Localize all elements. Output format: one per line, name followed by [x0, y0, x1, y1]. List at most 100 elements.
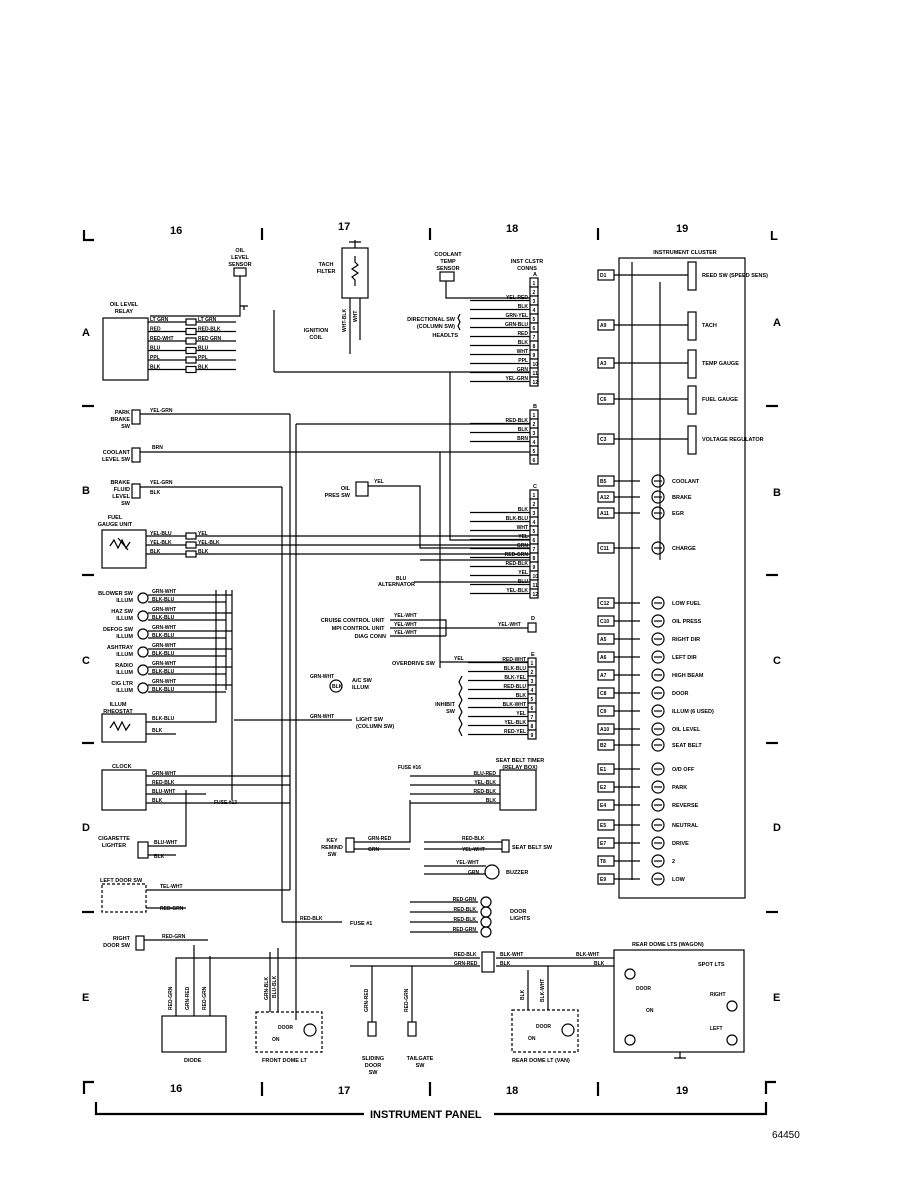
wire-label: BLU: [198, 346, 209, 352]
pin-number: 3: [531, 679, 534, 685]
connector-letter: E: [531, 652, 535, 658]
svg-text:BUZZER: BUZZER: [506, 870, 528, 876]
svg-text:YEL-WHT: YEL-WHT: [394, 630, 417, 636]
cluster-pin-id: A11: [600, 511, 609, 517]
wire-label: BLK: [152, 798, 163, 804]
cluster-pin-id: B5: [600, 479, 607, 485]
wire-label: GRN-WHT: [152, 643, 176, 649]
seat-belt-sw: RED-BLK YEL-WHT SEAT BELT SW: [424, 836, 553, 853]
cluster-pin-id: E7: [600, 841, 606, 847]
wire-label: BLK-BLU: [152, 651, 175, 657]
pin-number: 1: [533, 493, 536, 499]
wire-label: RED-GRN: [453, 897, 477, 903]
door-lamp-icon: [480, 926, 492, 938]
cluster-item-label: ILLUM (6 USED): [672, 709, 714, 715]
wire-label: YEL-BLK: [474, 780, 496, 786]
rear-wiring: RED-BLK GRN-RED BLK-WHT BLK BLK-WHT BLK: [258, 951, 614, 973]
wire-label: YEL: [198, 531, 208, 537]
svg-text:YEL: YEL: [454, 656, 464, 662]
connector-a: A123YEL-RED4BLK5GRN-YEL6GRN-BLU7RED8BLK9…: [470, 272, 539, 387]
buzzer: BUZZER YEL-WHT GRN: [424, 860, 528, 880]
svg-text:BLK: BLK: [332, 684, 343, 690]
row-letter-a-right: A: [773, 317, 781, 329]
svg-text:RED-BLK: RED-BLK: [454, 952, 477, 958]
wire-label: RED-GRN: [453, 927, 477, 933]
door-lamp-icon: [480, 916, 492, 928]
svg-text:BRN: BRN: [152, 445, 163, 451]
wire-label: BLK-BLU: [506, 516, 529, 522]
cluster-item-label: BRAKE: [672, 495, 692, 501]
svg-text:CRUISE CONTROL UNIT MPI: CRUISE CONTROL UNIT MPI CONTROL UNIT DIA…: [321, 618, 386, 640]
svg-text:LIGHT SW(COLUMN SW): LIGHT SW(COLUMN SW): [356, 717, 394, 730]
cluster-item-label: TACH: [702, 323, 717, 329]
svg-text:DOOR: DOOR: [636, 986, 651, 992]
connector-c: C123BLK4BLK-BLU5WHT6YEL7GRN8RED-GRN9RED-…: [470, 484, 539, 599]
wire-label: PPL: [198, 355, 208, 361]
svg-text:BLK: BLK: [150, 490, 161, 496]
cluster-item-label: OIL LEVEL: [672, 727, 701, 733]
cluster-item-label: COOLANT: [672, 479, 700, 485]
svg-text:OVERDRIVE SW: OVERDRIVE SW: [392, 661, 436, 667]
cluster-pin-id: C12: [600, 601, 609, 607]
cluster-pin-id: E2: [600, 785, 606, 791]
door-lights-label: LIGHTS: [510, 916, 530, 922]
row-letter-c-right: C: [773, 655, 781, 667]
door-lamp-icon: [480, 896, 492, 908]
svg-text:GRN-RED: GRN-RED: [454, 961, 478, 967]
svg-text:RED-GRN: RED-GRN: [160, 906, 184, 912]
cluster-item-label: OIL PRESS: [672, 619, 702, 625]
svg-text:YEL-WHT: YEL-WHT: [462, 847, 485, 853]
svg-text:DIODE: DIODE: [184, 1058, 202, 1064]
wire-label: GRN-WHT: [152, 661, 176, 667]
svg-text:BLK-WHT: BLK-WHT: [540, 979, 546, 1002]
relay-connector: [185, 346, 197, 355]
pin-number: 4: [531, 688, 534, 694]
row-markers: A A B B C C D D E E: [82, 317, 781, 1004]
svg-text:SEAT BELT SW: SEAT BELT SW: [512, 845, 553, 851]
cluster-item-label: PARK: [672, 785, 687, 791]
cluster-item-label: TEMP GAUGE: [702, 361, 739, 367]
svg-text:YEL-WHT: YEL-WHT: [498, 622, 521, 628]
svg-text:GRN-RED: GRN-RED: [364, 988, 370, 1012]
wire-label: RED-BLK: [506, 561, 529, 567]
svg-text:BLK: BLK: [152, 728, 163, 734]
svg-text:WHT-BLK: WHT-BLK: [342, 309, 348, 332]
corner-mark-top-left: [82, 230, 94, 242]
pin-number: 10: [533, 574, 539, 580]
svg-text:BLK-BLU: BLK-BLU: [152, 716, 175, 722]
cluster-item-label: LEFT DIR: [672, 655, 697, 661]
pin-number: 11: [533, 583, 539, 589]
svg-text:BLU-BLK: BLU-BLK: [272, 975, 278, 998]
relay-connector: [185, 318, 197, 326]
overdrive-sw: OVERDRIVE SW YEL: [392, 656, 528, 667]
svg-text:YEL-WHT: YEL-WHT: [394, 613, 417, 619]
wire-label: BLK: [518, 340, 529, 346]
wire-label: PPL: [150, 355, 160, 361]
row-letter-b: B: [82, 485, 90, 497]
wire-label: BLK: [518, 507, 529, 513]
cluster-pin-id: E4: [600, 803, 606, 809]
lamp-icon: [137, 664, 149, 676]
pin-number: 3: [533, 299, 536, 305]
wire-label: RED-BLK: [454, 917, 477, 923]
svg-text:FUSE #16: FUSE #16: [398, 765, 421, 771]
relay-connector: [185, 356, 197, 364]
svg-text:TEL-WHT: TEL-WHT: [160, 884, 183, 890]
column-number-19: 19: [676, 223, 688, 235]
svg-text:GRN-RED: GRN-RED: [368, 836, 392, 842]
